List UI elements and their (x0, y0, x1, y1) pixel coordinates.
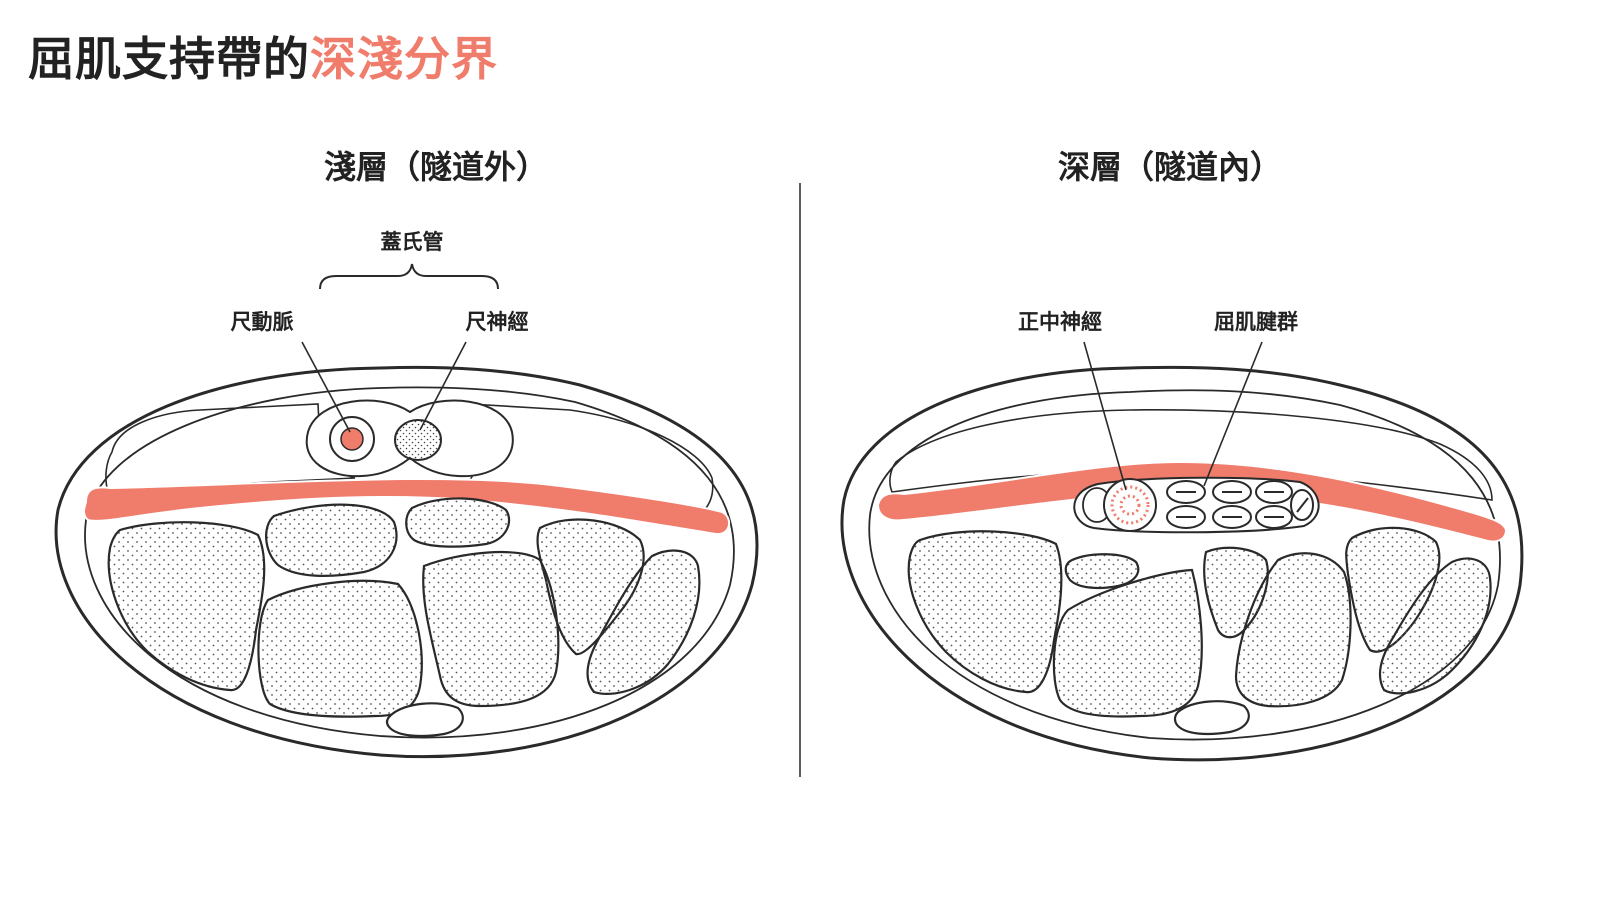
median-nerve-core (1119, 494, 1141, 516)
guyon-canal-label: 蓋氏管 (381, 230, 444, 254)
left-flexor-retinaculum (83, 477, 731, 536)
right-bone-1 (907, 530, 1063, 694)
right-bone-5 (1234, 552, 1352, 708)
right-bone-7 (1378, 557, 1492, 695)
ulnar-artery (340, 427, 364, 451)
left-bone-3 (405, 497, 511, 548)
right-panel-heading: 深層（隧道內） (1058, 148, 1282, 186)
left-bone-6 (422, 550, 560, 708)
right-bone-2 (1064, 553, 1140, 590)
page-title: 屈肌支持帶的深淺分界 (28, 28, 498, 90)
median-nerve-leader (1083, 341, 1127, 491)
right-panel: 深層（隧道內） 正中神經 屈肌腱群 (840, 148, 1524, 762)
left-panel-heading: 淺層（隧道外） (324, 148, 548, 186)
tendon-markings (1176, 491, 1309, 518)
median-nerve-label: 正中神經 (1018, 310, 1102, 334)
right-superficial-compartment (889, 408, 1493, 501)
right-flexor-retinaculum (876, 460, 1508, 543)
ulnar-artery-label: 尺動脈 (231, 310, 294, 334)
guyon-brace (319, 263, 499, 290)
right-bone-8 (1173, 700, 1250, 736)
ulnar-artery-leader (301, 341, 351, 433)
left-panel: 淺層（隧道外） 蓋氏管 尺動脈 尺神經 (54, 148, 759, 759)
right-bone-3 (1052, 568, 1203, 718)
flexor-tendons-leader (1203, 341, 1263, 487)
left-bone-2 (265, 503, 398, 577)
left-bone-7 (586, 549, 701, 695)
ulnar-nerve-leader (419, 341, 467, 431)
title-prefix: 屈肌支持帶的 (28, 32, 310, 86)
title-highlight: 深淺分界 (310, 32, 498, 86)
ulnar-nerve-label: 尺神經 (466, 310, 529, 334)
right-inner-tissue (868, 389, 1501, 741)
left-bone-8 (385, 702, 464, 738)
left-bone-1 (107, 521, 266, 692)
left-inner-tissue (84, 386, 735, 739)
left-bone-5 (257, 579, 423, 718)
flexor-tendons-label: 屈肌腱群 (1214, 310, 1298, 334)
ulnar-nerve (394, 419, 442, 461)
